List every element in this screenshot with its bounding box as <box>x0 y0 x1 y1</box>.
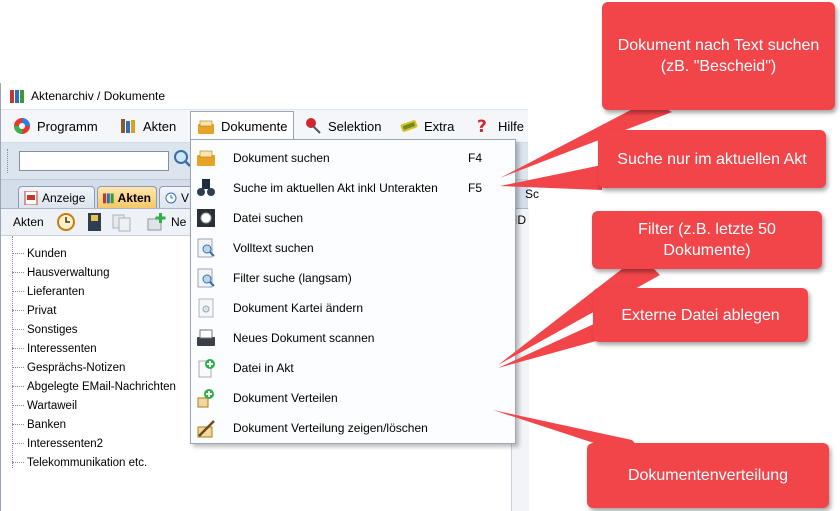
binders-icon <box>103 192 114 203</box>
pdf-icon <box>24 190 38 205</box>
menu-item-kartei-aendern[interactable]: Dokument Kartei ändern <box>191 293 513 323</box>
tree-node[interactable]: Kunden <box>12 244 67 263</box>
menu-label: Programm <box>37 118 98 134</box>
menu-item-volltext-suchen[interactable]: Volltext suchen <box>191 233 513 263</box>
menu-item-suche-aktueller-akt[interactable]: Suche im aktuellen Akt inkl Unterakten F… <box>191 173 513 203</box>
tree-node[interactable]: Sonstiges <box>12 320 78 339</box>
folder-search-icon <box>197 150 215 166</box>
fulltext-icon <box>197 238 215 258</box>
tab-label: Akten <box>117 190 151 205</box>
svg-text:?: ? <box>477 117 487 135</box>
menu-label: Dokumente <box>221 119 288 134</box>
toolbar-label: Akten <box>13 215 44 229</box>
menu-item-label: Datei in Akt <box>233 361 294 375</box>
menu-label: Hilfe <box>498 118 525 134</box>
scanner-icon <box>197 329 215 346</box>
tree-node[interactable]: Telekommunikation etc. <box>12 453 147 472</box>
tab-label: V <box>180 190 189 205</box>
binoculars-icon <box>197 179 215 196</box>
tree-node[interactable]: Wartaweil <box>12 396 77 415</box>
menu-item-verteilen[interactable]: Dokument Verteilen <box>191 383 513 413</box>
callout-filter: Filter (z.B. letzte 50 Dokumente) <box>592 211 822 269</box>
menu-label: Extra <box>424 118 455 134</box>
copy-icon[interactable] <box>112 212 132 232</box>
add-icon[interactable] <box>147 212 167 232</box>
callout-arrow-filter <box>498 255 660 365</box>
new-label[interactable]: Ne <box>171 215 187 229</box>
menu-label: Akten <box>143 118 177 134</box>
callout-external: Externe Datei ablegen <box>593 288 808 342</box>
menu-selektion[interactable]: Selektion <box>298 113 387 139</box>
menu-item-scannen[interactable]: Neues Dokument scannen <box>191 323 513 353</box>
scan-button[interactable]: Sc <box>525 187 540 201</box>
tab-anzeige[interactable]: Anzeige <box>18 186 95 208</box>
callout-distribution: Dokumentenverteilung <box>587 443 829 508</box>
menu-item-label: Suche im aktuellen Akt inkl Unterakten <box>233 181 438 195</box>
menu-item-label: Dokument Verteilen <box>233 391 338 405</box>
tree-node[interactable]: Hausverwaltung <box>12 263 109 282</box>
menu-hilfe[interactable]: ? Hilfe <box>468 113 530 139</box>
tree-node[interactable]: Privat <box>12 301 56 320</box>
menu-label: Selektion <box>328 118 382 134</box>
menu-item-filter-suche[interactable]: Filter suche (langsam) <box>191 263 513 293</box>
filter-icon <box>197 268 215 288</box>
distribute-icon <box>197 389 214 408</box>
menu-item-label: Filter suche (langsam) <box>233 271 352 285</box>
column-header-id[interactable]: ID <box>514 213 526 227</box>
menu-item-label: Dokument suchen <box>233 151 330 165</box>
menu-item-datei-suchen[interactable]: Datei suchen <box>191 203 513 233</box>
distribution-edit-icon <box>197 420 215 438</box>
menu-item-shortcut: F4 <box>468 151 483 165</box>
book-icon[interactable] <box>86 212 104 232</box>
toolbar-grip[interactable] <box>7 149 11 173</box>
menu-item-label: Volltext suchen <box>233 241 314 255</box>
callout-arrow-search-text <box>500 100 672 178</box>
menu-item-datei-in-akt[interactable]: Datei in Akt <box>191 353 513 383</box>
menu-akten[interactable]: Akten <box>113 113 182 139</box>
dokumente-dropdown: Dokument suchen F4 Suche im aktuellen Ak… <box>190 139 516 444</box>
tree-node[interactable]: Banken <box>12 415 66 434</box>
card-icon <box>198 298 214 318</box>
tree-node[interactable]: Abgelegte EMail-Nachrichten <box>12 377 176 396</box>
clock-icon <box>165 192 177 203</box>
tree-node[interactable]: Interessenten2 <box>12 434 103 453</box>
menu-item-shortcut: F5 <box>468 181 483 195</box>
pushpin-icon <box>306 118 321 134</box>
menu-item-label: Neues Dokument scannen <box>233 331 375 345</box>
tree-node[interactable]: Gesprächs-Notizen <box>12 358 125 377</box>
tab-v[interactable]: V <box>159 186 195 208</box>
callout-search-text: Dokument nach Text suchen (zB. "Bescheid… <box>602 2 835 110</box>
search-icon[interactable] <box>173 149 191 167</box>
menu-item-dokument-suchen[interactable]: Dokument suchen F4 <box>191 143 513 173</box>
help-icon: ? <box>477 117 487 135</box>
callout-current-akt: Suche nur im aktuellen Akt <box>598 130 826 188</box>
tab-akten[interactable]: Akten <box>97 186 157 208</box>
tree-node[interactable]: Lieferanten <box>12 282 85 301</box>
tools-icon <box>400 120 418 132</box>
folder-icon <box>198 120 214 134</box>
menu-dokumente[interactable]: Dokumente <box>190 111 295 141</box>
history-icon[interactable] <box>56 212 76 232</box>
binders-icon <box>121 119 135 133</box>
file-add-icon <box>198 359 215 378</box>
menu-item-verteilung-zeigen[interactable]: Dokument Verteilung zeigen/löschen <box>191 413 513 443</box>
globe-icon <box>14 118 30 134</box>
tab-label: Anzeige <box>42 190 86 205</box>
menu-item-label: Datei suchen <box>233 211 304 225</box>
file-search-icon <box>197 209 215 227</box>
search-input[interactable] <box>19 151 169 171</box>
callout-arrow-current-akt <box>500 165 602 190</box>
menu-item-label: Dokument Kartei ändern <box>233 301 364 315</box>
menu-item-label: Dokument Verteilung zeigen/löschen <box>233 421 428 435</box>
callout-arrow-external <box>498 318 607 368</box>
app-icon <box>10 90 24 103</box>
title-bar: Aktenarchiv / Dokumente <box>1 83 528 110</box>
window-title: Aktenarchiv / Dokumente <box>31 89 166 103</box>
menu-extra[interactable]: Extra <box>394 113 460 139</box>
menu-programm[interactable]: Programm <box>7 113 104 139</box>
tree-node[interactable]: Interessenten <box>12 339 97 358</box>
